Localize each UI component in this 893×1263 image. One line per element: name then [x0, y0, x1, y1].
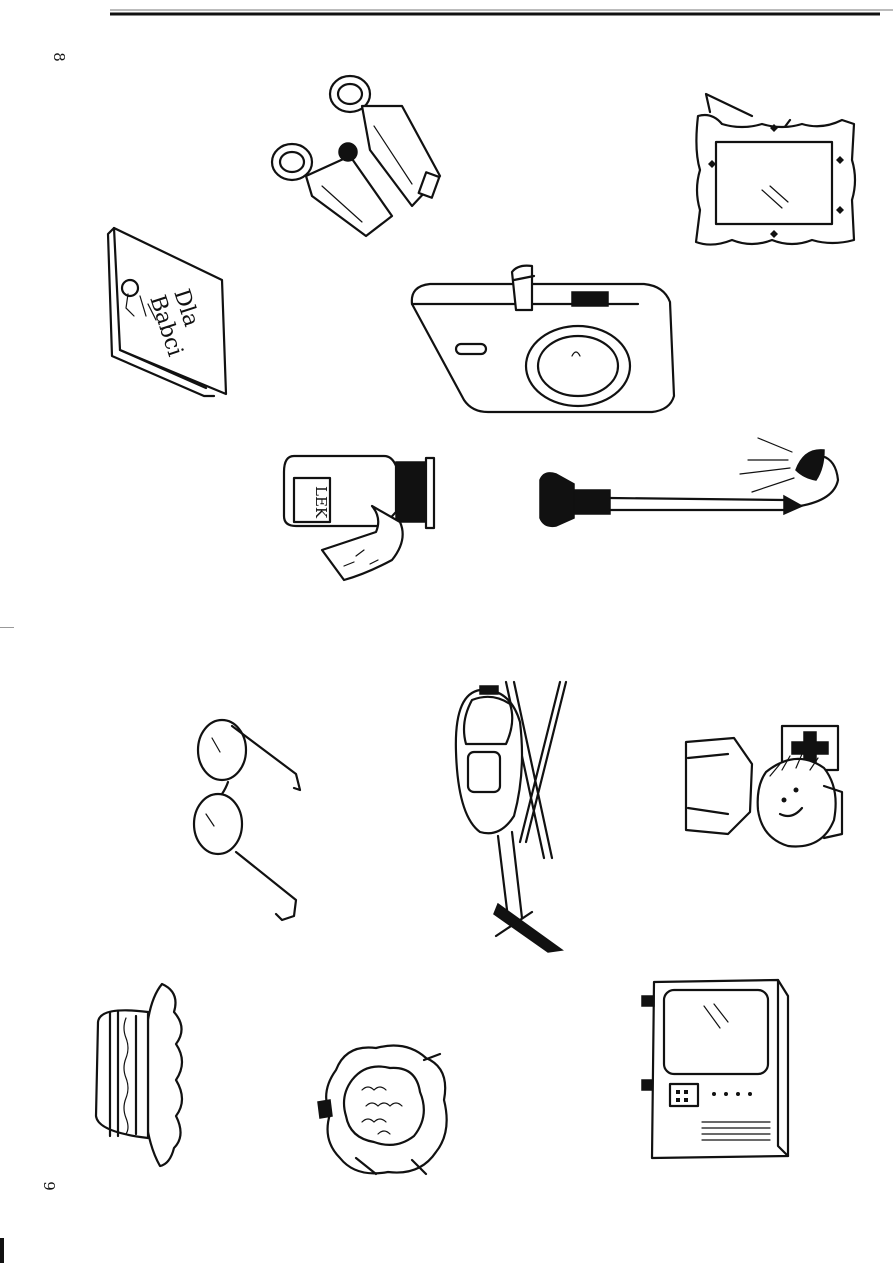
- medicine-bottle-picture: LEK: [282, 452, 442, 584]
- glasses-picture: [186, 716, 316, 926]
- medicine-label: LEK: [312, 486, 330, 519]
- page-number-top: 8: [49, 52, 68, 62]
- picture-frame-picture: [692, 90, 858, 250]
- doctor-picture: [684, 724, 844, 856]
- camera-picture: [408, 264, 678, 416]
- television-picture: [638, 976, 792, 1160]
- top-border-line: [0, 0, 893, 20]
- desk-lamp-picture: [534, 430, 844, 534]
- binoculars-picture: [262, 66, 446, 242]
- cauliflower-picture: [316, 1040, 452, 1180]
- page-number-bottom: 9: [39, 1181, 58, 1191]
- book-picture: Dla Babci: [104, 224, 230, 398]
- helicopter-picture: [436, 682, 566, 952]
- hat-picture: [90, 982, 190, 1166]
- left-edge-mark: [0, 627, 14, 628]
- left-margin-mark: [0, 1238, 4, 1263]
